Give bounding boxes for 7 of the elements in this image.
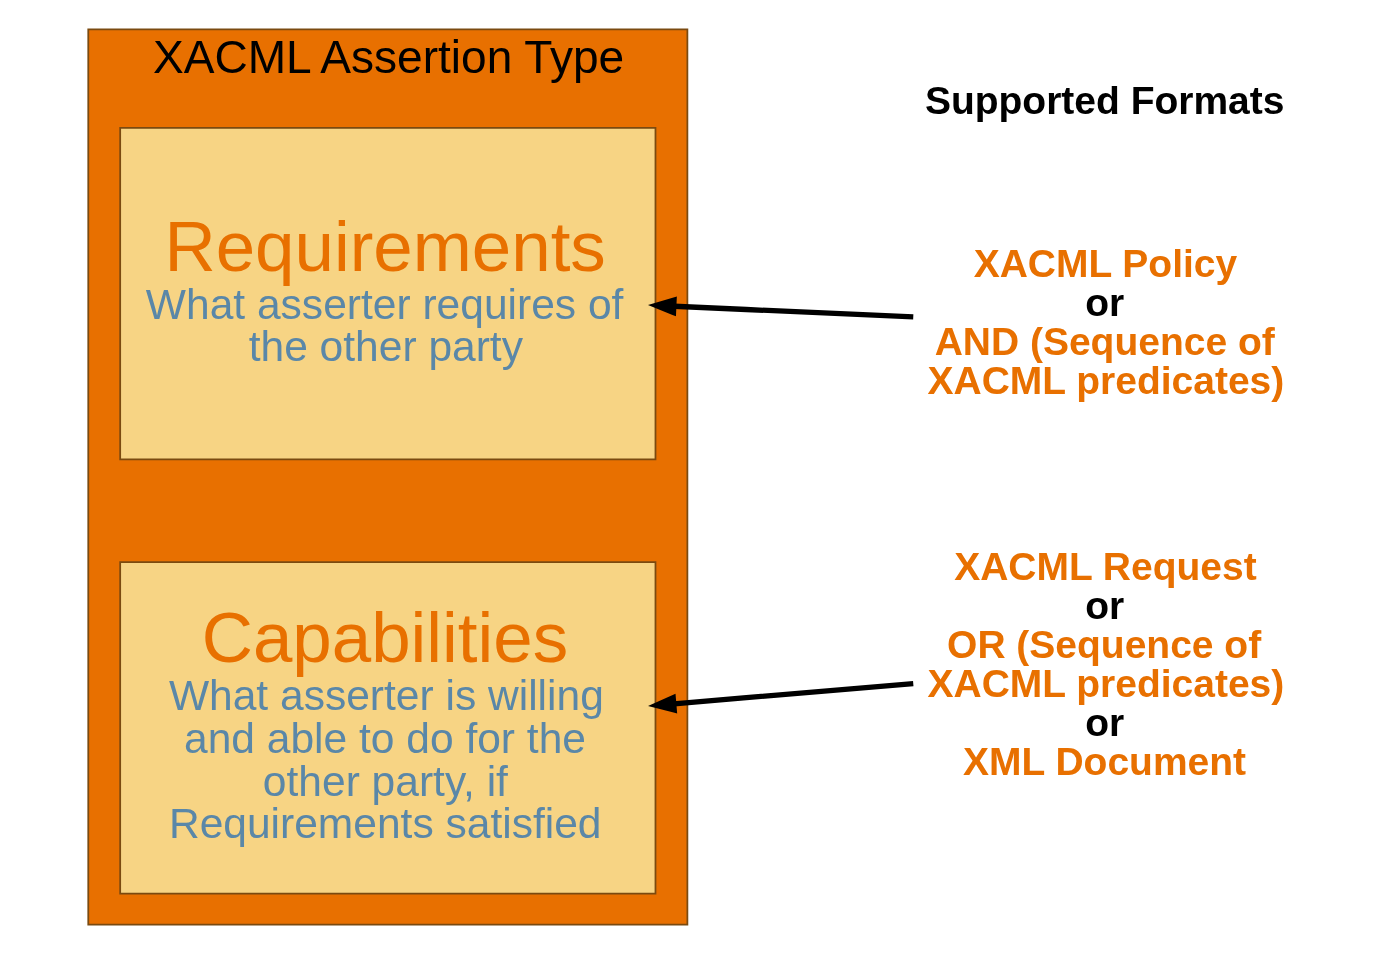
node-text: XACML Request or OR (Sequence of XACML predicates) or XML Document bbox=[927, 544, 1285, 783]
node-box: Capabilities What asserter is willing and able to do for the other party, if Requirements satisfied bbox=[119, 561, 657, 895]
arrow bbox=[648, 680, 914, 714]
node-text: XACML Policy or AND (Sequence of XACML predicates) bbox=[927, 241, 1285, 402]
label: Supported Formats bbox=[924, 78, 1285, 122]
arrow bbox=[648, 296, 914, 320]
node-box: Requirements What asserter requires of the other party bbox=[119, 126, 657, 461]
